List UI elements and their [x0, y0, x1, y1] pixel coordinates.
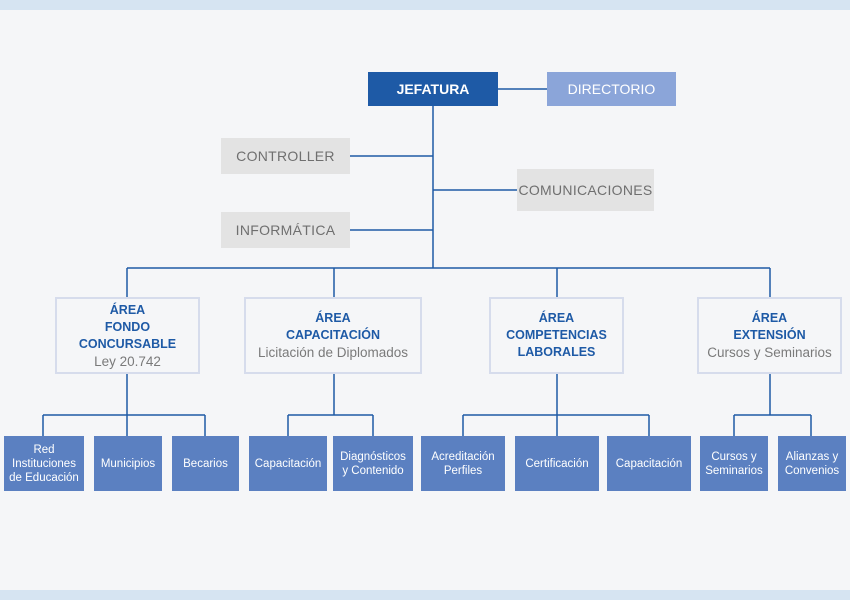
unit-label-line: Certificación — [525, 457, 589, 470]
unit-label-line: Alianzas y — [785, 450, 839, 463]
unit-cursos-seminarios: Cursos y Seminarios — [700, 436, 768, 491]
unit-becarios: Becarios — [172, 436, 239, 491]
top-band — [0, 0, 850, 10]
area-fondo-concursable: ÁREA FONDO CONCURSABLE Ley 20.742 — [55, 297, 200, 374]
jefatura-box: JEFATURA — [368, 72, 498, 106]
jefatura-label: JEFATURA — [396, 81, 470, 97]
unit-label-line: Capacitación — [615, 457, 683, 470]
unit-label-line: Red — [33, 443, 55, 456]
area-title: ÁREA — [751, 311, 788, 325]
unit-capacitacion: Capacitación — [249, 436, 327, 491]
unit-alianzas-convenios: Alianzas y Convenios — [778, 436, 846, 491]
unit-label-line: Capacitación — [254, 457, 322, 470]
unit-label-line: Municipios — [100, 457, 156, 470]
unit-label-line: Seminarios — [705, 464, 763, 477]
area-name: FONDO CONCURSABLE — [78, 319, 177, 351]
unit-label-line: de Educación — [9, 471, 79, 484]
area-title: ÁREA — [315, 311, 351, 325]
bottom-band — [0, 590, 850, 600]
unit-certificacion: Certificación — [515, 436, 599, 491]
area-subtitle: Cursos y Seminarios — [707, 345, 832, 360]
unit-label-line: Becarios — [183, 457, 228, 470]
directorio-box: DIRECTORIO — [547, 72, 676, 106]
unit-label-line: Instituciones — [12, 457, 76, 470]
unit-label-line: Convenios — [784, 464, 840, 477]
area-name: COMPETENCIAS — [506, 328, 607, 342]
unit-municipios: Municipios — [94, 436, 162, 491]
informatica-box: INFORMÁTICA — [221, 212, 350, 248]
unit-label-line: Acreditación — [431, 450, 495, 463]
unit-label-line: Diagnósticos — [340, 450, 406, 463]
area-subtitle: Licitación de Diplomados — [257, 345, 409, 360]
area-competencias-laborales: ÁREA COMPETENCIAS LABORALES — [489, 297, 624, 374]
area-name: EXTENSIÓN — [733, 328, 806, 342]
controller-box: CONTROLLER — [221, 138, 350, 174]
comunicaciones-box: COMUNICACIONES — [517, 169, 654, 211]
area-subtitle: Ley 20.742 — [94, 353, 161, 369]
informatica-label: INFORMÁTICA — [235, 222, 336, 238]
unit-red-instituciones: Red Instituciones de Educación — [4, 436, 84, 491]
area-title: ÁREA — [109, 302, 146, 317]
area-name-line2: LABORALES — [517, 345, 596, 359]
comunicaciones-label: COMUNICACIONES — [518, 182, 653, 198]
unit-label-line: Perfiles — [443, 464, 483, 477]
area-capacitacion: ÁREA CAPACITACIÓN Licitación de Diplomad… — [244, 297, 422, 374]
unit-acreditacion-perfiles: Acreditación Perfiles — [421, 436, 505, 491]
unit-label-line: Cursos y — [711, 450, 757, 463]
unit-diagnosticos-contenido: Diagnósticos y Contenido — [333, 436, 413, 491]
directorio-label: DIRECTORIO — [567, 81, 656, 97]
area-title: ÁREA — [538, 311, 575, 325]
area-extension: ÁREA EXTENSIÓN Cursos y Seminarios — [697, 297, 842, 374]
controller-label: CONTROLLER — [236, 148, 335, 164]
area-name: CAPACITACIÓN — [286, 328, 380, 342]
unit-label-line: y Contenido — [342, 464, 404, 477]
unit-capacitacion-competencias: Capacitación — [607, 436, 691, 491]
